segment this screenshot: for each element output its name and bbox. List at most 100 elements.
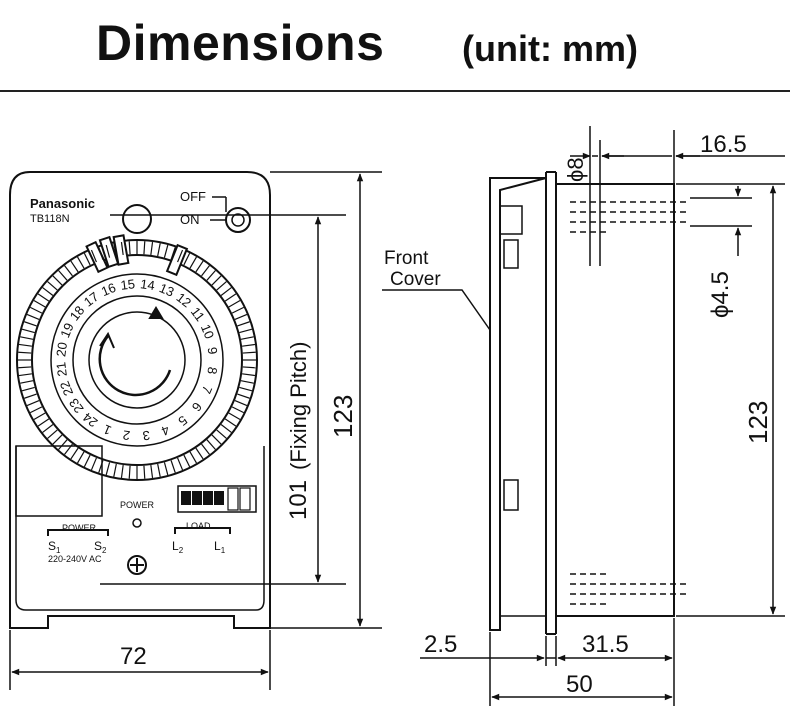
dial-tick [216,429,227,439]
dim-side-height-label: 123 [743,401,773,444]
dial-tick [24,393,37,399]
dial-tick [239,386,253,392]
dial-tick [47,281,58,291]
dial-tick [90,457,97,471]
dial-tick [201,443,210,455]
label-window [15,445,103,517]
dial-tick [157,463,161,477]
power-terminal-label: POWER [62,523,97,533]
dial-tick [52,434,63,445]
dial-outer-ring [16,239,258,481]
dial-number: 17 [81,289,102,310]
rotation-arrow [98,335,172,397]
dial-number: 15 [120,276,136,293]
dial-tick [24,321,37,327]
dial-tick [231,306,244,314]
dial-tick [120,241,124,255]
dial-tick [211,434,222,445]
dial-tick [90,249,97,263]
dial-number: 2 [122,427,131,443]
dial-tick [157,243,161,257]
dial-tick [37,418,50,427]
dim-height-label: 123 [328,395,358,438]
dial-tick [33,412,46,421]
dial-tick [42,287,54,296]
brand-label: Panasonic [30,196,95,211]
index-mark [148,306,164,319]
dial-tick [177,457,184,471]
dial-tick [42,424,54,433]
header-divider [0,90,790,92]
dial-tick [30,406,43,414]
screw [127,555,147,575]
dial-ticks [18,241,256,479]
dial-tick [128,241,131,255]
dial-tick [242,373,256,377]
dial-tick [170,247,176,260]
voltage-label: 220-240V AC [48,554,102,564]
dial-tick [237,393,250,399]
dial-tick [113,463,117,477]
model-label: TB118N [30,213,70,225]
dial-tick [18,351,32,354]
terminal-s1: S1 [48,539,61,555]
dial-tick [113,243,117,257]
dial-number: 5 [175,413,190,429]
dial-tick [128,465,131,479]
dial-tick [64,443,73,455]
dial-number: 9 [205,346,221,355]
dial-tick [83,253,91,266]
dial-tick [201,265,210,277]
dial-number: 4 [159,422,171,439]
dial-number: 14 [139,276,155,293]
dial-tick [234,313,248,320]
dial-tick [237,321,250,327]
dial-tick [64,265,73,277]
dial-number: 19 [57,321,76,340]
dial-number: 23 [66,395,87,416]
dial-tick [242,351,256,354]
dim-hole-small-label: ϕ4.5 [707,271,734,318]
dial-tick [20,336,34,340]
dim-fixing-pitch-label: 101(Fixing Pitch) [285,342,312,520]
switch-knob [225,207,251,233]
switch-off-label: OFF [180,189,206,204]
terminal-panel [15,446,265,611]
dial-tick [143,465,146,479]
dial-tick [26,400,40,407]
dial-tick [240,380,254,384]
dial-number: 8 [204,366,220,375]
dial-tick [216,281,227,291]
dial-tick [26,313,40,320]
header: Dimensions (unit: mm) [0,0,790,90]
dial-tick [234,400,248,407]
terminal-s2: S2 [94,539,107,555]
front-cover [489,177,547,631]
dial-tick [105,462,111,476]
dial-tick [231,406,244,414]
knob [122,204,152,234]
dial-tick [105,244,111,258]
dial-tick [228,299,241,308]
power-lamp-label: POWER [120,500,155,510]
dial-tick [183,253,191,266]
dial-tick [47,429,58,439]
dial-tick [170,460,176,473]
dial-number: 13 [157,280,176,299]
dim-offset-label: 16.5 [700,131,747,158]
dim-depth-label: 50 [566,671,593,698]
front-cover-leader [382,289,491,331]
dial-number: 1 [101,422,114,439]
dial-tick [21,328,35,334]
dial-tick [76,256,85,269]
dial-number: 22 [57,379,76,398]
dial-tick [83,454,91,467]
dial-tick [242,366,256,369]
dial-tick [18,373,32,377]
dial-tick [150,241,154,255]
dial-number: 20 [53,341,70,357]
dial-tick [20,380,34,384]
dial-number: 16 [99,280,118,299]
unit-label: (unit: mm) [462,28,638,69]
